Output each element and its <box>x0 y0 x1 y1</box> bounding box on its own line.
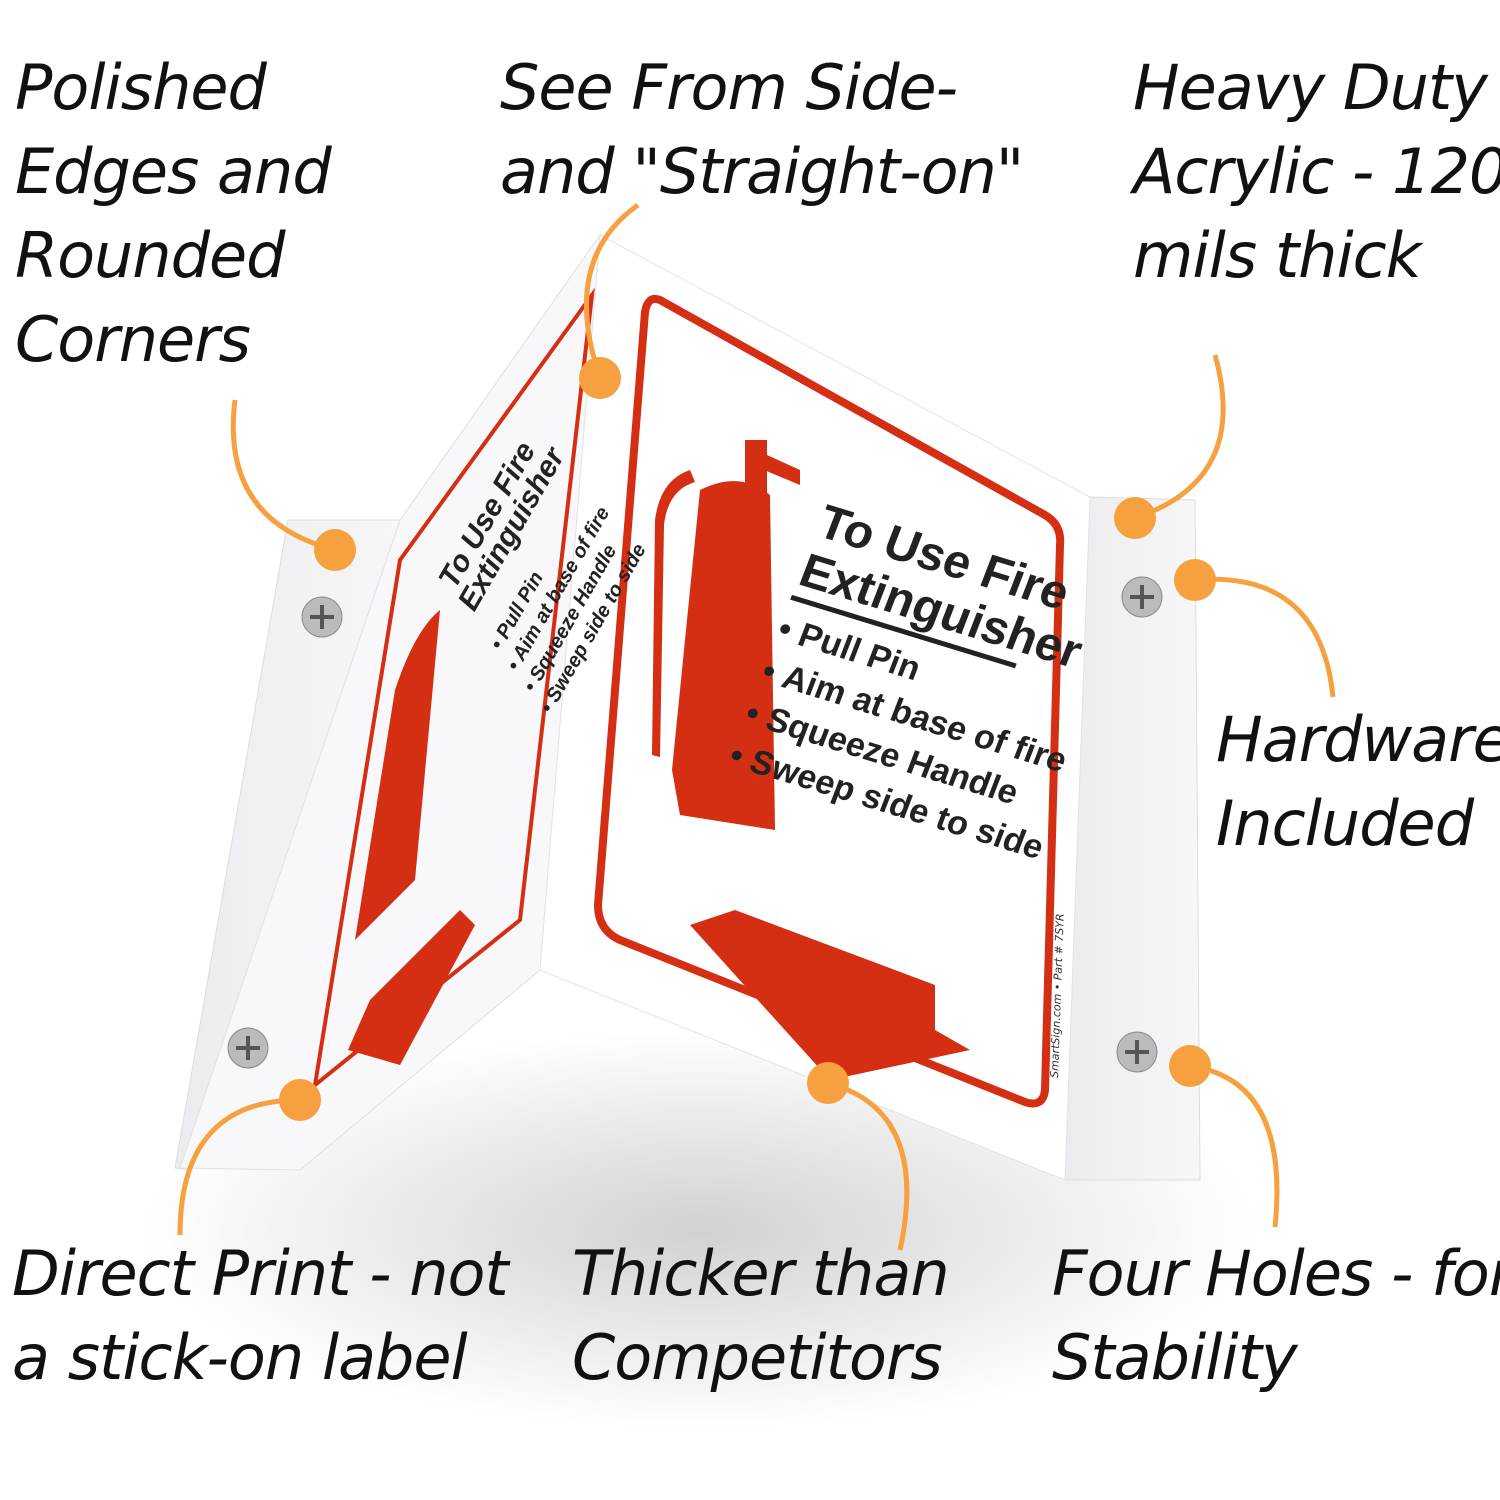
arrow-down-right-icon <box>690 910 970 1080</box>
right-panel-border <box>593 294 1065 1108</box>
callout-heavy-duty: Heavy Duty Acrylic - 120 mils thick <box>1133 51 1500 292</box>
callout-four-holes: Four Holes - for Stability <box>1052 1237 1500 1394</box>
screw-icon <box>227 1027 269 1069</box>
callout-hardware: Hardware Included <box>1216 703 1500 860</box>
callout-see-from-side: See From Side- and "Straight-on" <box>500 51 1024 208</box>
extinguisher-icon <box>652 440 800 830</box>
right-panel <box>539 234 1091 1181</box>
arrow-down-left-icon <box>348 910 475 1065</box>
callout-thicker: Thicker than Competitors <box>572 1237 950 1394</box>
callout-polished-edges: Polished Edges and Rounded Corners <box>15 51 332 376</box>
callout-dots <box>279 357 1216 1121</box>
extinguisher-icon-left <box>355 610 440 940</box>
screw-icon <box>301 596 343 638</box>
left-panel-border <box>312 287 595 1090</box>
callout-leaders <box>177 202 1336 1251</box>
screw-icon <box>1121 576 1163 618</box>
screw-icon <box>1116 1031 1158 1073</box>
sign-footer: SmartSign.com • Part # 7SYR <box>1048 913 1067 1078</box>
callout-direct-print: Direct Print - not a stick-on label <box>12 1237 509 1394</box>
